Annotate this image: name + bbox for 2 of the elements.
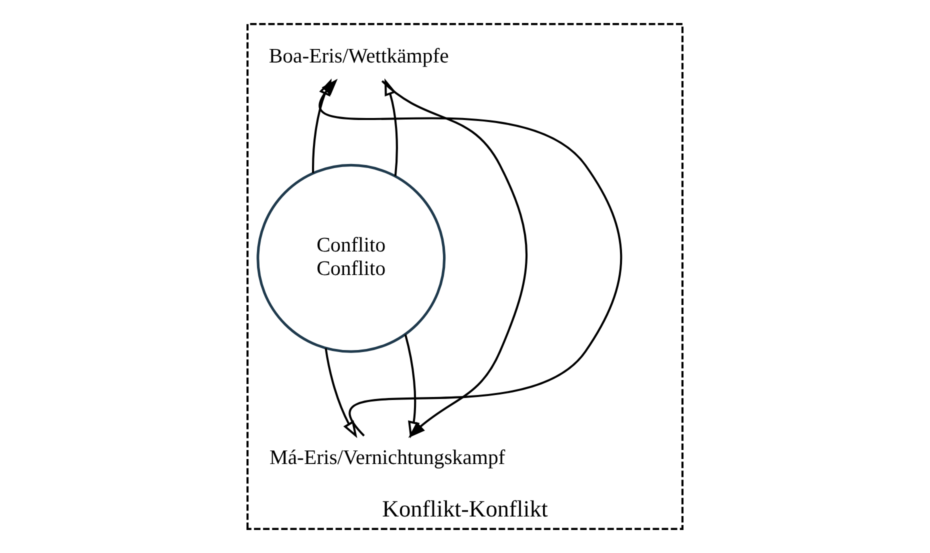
node-text: Má-Eris/Vernichtungskampf [269, 446, 506, 469]
node-text: Boa-Eris/Wettkämpfe [268, 46, 449, 68]
